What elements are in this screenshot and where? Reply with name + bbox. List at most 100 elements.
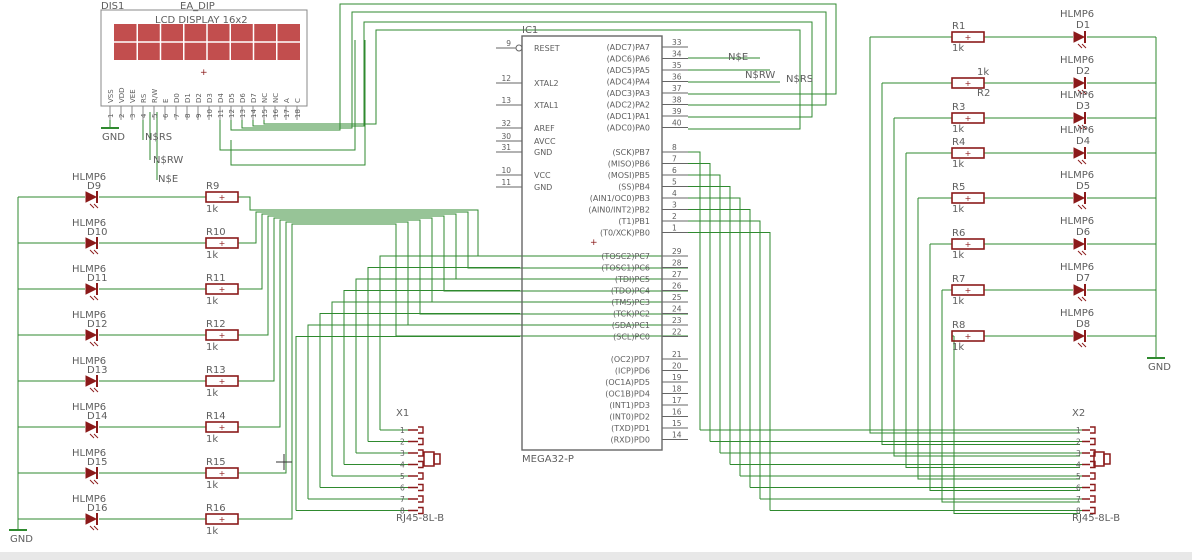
lcd-pin-name: VEE [129, 89, 137, 103]
mcu-left-pin-name: GND [534, 148, 552, 157]
wire-x2-route [688, 163, 711, 442]
resistor-left-value: 1k [206, 296, 218, 307]
mcu-right-pin-num: 17 [672, 396, 682, 405]
lcd-pin-number: 10 [206, 109, 214, 118]
mcu-origin: + [590, 238, 598, 248]
mcu-right-pin-num: 40 [672, 119, 682, 128]
mcu-right-pin-name: (TDO)PC4 [611, 287, 650, 296]
led-triangle [85, 191, 98, 203]
wire-lcd-d5 [230, 40, 366, 166]
x1-pin-num: 8 [400, 507, 405, 516]
mcu-right-pin-num: 36 [672, 73, 682, 82]
mcu-left-pin-num: 12 [501, 74, 511, 83]
x2-pin-num: 6 [1076, 484, 1081, 493]
resistor-left-value: 1k [206, 434, 218, 445]
x1-pin-hook [418, 483, 424, 492]
mcu-right-pin-name: (ADC0)PA0 [607, 124, 650, 133]
led-left-ref: D14 [87, 411, 107, 422]
led-triangle [85, 237, 98, 249]
x1-jack [423, 451, 435, 467]
lcd-ref: DIS1 [101, 1, 124, 12]
mcu-right-pin-num: 1 [672, 224, 677, 233]
x2-pin-num: 3 [1076, 449, 1081, 458]
led-left [85, 191, 99, 209]
wire-right-route [917, 198, 1080, 480]
resistor-right-ref: R3 [952, 102, 965, 113]
led-right-ref: D5 [1076, 181, 1090, 192]
led-arrow [93, 295, 99, 301]
led-left [85, 421, 99, 439]
led-right-ref: D3 [1076, 101, 1090, 112]
led-right [1073, 238, 1087, 256]
resistor-right [951, 284, 985, 296]
mcu-right-pin-num: 29 [672, 247, 682, 256]
resistor-mark: + [219, 193, 226, 202]
resistor-left-ref: R11 [206, 273, 226, 284]
mcu-right-pin-name: (SCK)PB7 [612, 148, 650, 157]
led-left-ref: D11 [87, 273, 107, 284]
resistor-right-ref: R6 [952, 228, 965, 239]
lcd-pin-number: 17 [283, 109, 291, 118]
lcd-pin-name: D6 [239, 93, 247, 103]
mcu-left-pin-name: XTAL1 [534, 101, 559, 110]
led-triangle [85, 329, 98, 341]
resistor-left-value: 1k [206, 480, 218, 491]
led-triangle [1073, 112, 1086, 124]
wire-right-route [953, 336, 1080, 514]
resistor-mark: + [965, 114, 972, 123]
mcu-left-pin-name: GND [534, 183, 552, 192]
resistor-right-ref: R7 [952, 274, 965, 285]
mcu-left-pin-name: RESET [534, 44, 560, 53]
led-arrow [1077, 124, 1083, 130]
mcu-left-pin-num: 9 [506, 39, 511, 48]
led-left-ref: D15 [87, 457, 107, 468]
lcd-pin-number: 16 [272, 109, 280, 118]
wire-lcd-d4 [219, 40, 356, 151]
resistor-left-ref: R16 [206, 503, 226, 514]
led-right [1073, 112, 1087, 130]
wire-x1-route [379, 255, 520, 430]
wires [9, 3, 1165, 531]
led-arrow [1077, 43, 1083, 49]
resistor-left-ref: R10 [206, 227, 226, 238]
mcu-left-pin-num: 30 [501, 132, 511, 141]
lcd-pin-number: 12 [228, 109, 236, 118]
mcu-right-pin-num: 8 [672, 143, 677, 152]
mcu-right-pin-name: (TOSC2)PC7 [601, 252, 650, 261]
lcd-pin-name: D3 [206, 93, 214, 103]
x1-ref: X1 [396, 408, 409, 419]
x1-pin-hook [418, 472, 424, 480]
resistor-mark: + [965, 240, 972, 249]
led-arrow [1081, 204, 1087, 210]
led-right-ref: D4 [1076, 136, 1090, 147]
mcu-right-pin-name: (INT0)PD2 [609, 413, 650, 422]
led-left-part: HLMP6 [72, 310, 106, 321]
mcu-left-pin-num: 31 [501, 143, 511, 152]
lcd-pin-number: 9 [195, 114, 203, 118]
led-right-part: HLMP6 [1060, 262, 1094, 273]
resistor-left-value: 1k [206, 388, 218, 399]
lcd-pin-number: 6 [162, 113, 170, 118]
x1-value: RJ45-8L-B [396, 513, 444, 524]
led-right [1073, 192, 1087, 210]
x1-pin-num: 3 [400, 449, 405, 458]
status-bar [0, 552, 1192, 560]
mcu-right-pin-name: (ADC4)PA4 [607, 78, 650, 87]
x2-pin-hook [1090, 506, 1096, 515]
mcu-right-pin-num: 2 [672, 212, 677, 221]
led-triangle [85, 421, 98, 433]
led-arrow [1081, 89, 1087, 95]
x1-pin-num: 2 [400, 438, 405, 447]
mcu-right-pin-num: 22 [672, 328, 682, 337]
lcd-pin-name: NC [272, 93, 280, 103]
net-pa4-label: N$RW [745, 70, 775, 81]
wire-x2-route [688, 232, 771, 511]
mcu-right-pin-num: 24 [672, 305, 682, 314]
resistor-right-value: 1k [977, 67, 989, 78]
x2-pin-hook [1090, 460, 1096, 469]
resistor-right-value: 1k [952, 342, 964, 353]
resistor-right [951, 77, 985, 89]
led-right-part: HLMP6 [1060, 125, 1094, 136]
